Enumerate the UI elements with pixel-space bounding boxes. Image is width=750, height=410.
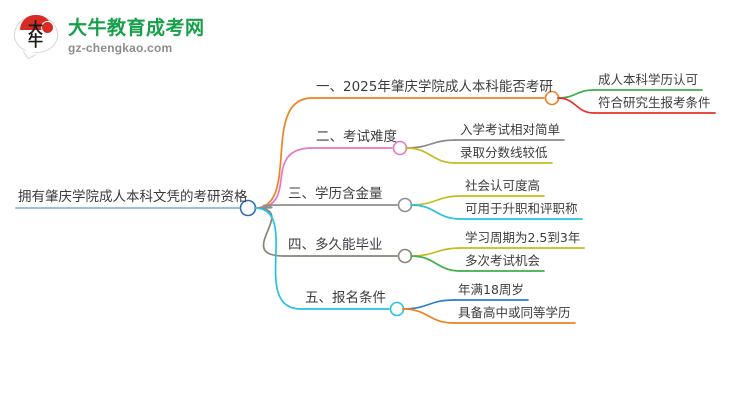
connector-line — [405, 139, 457, 149]
logo-glyph-text: 大 牛 — [19, 19, 51, 50]
connector-line — [402, 299, 455, 310]
leaf-label-2-2: 录取分数线较低 — [460, 144, 548, 160]
connector-line — [410, 247, 462, 257]
leaf-label-2-1: 入学考试相对简单 — [460, 121, 561, 137]
connector-line — [410, 195, 462, 206]
branch-label-2: 二、考试难度 — [316, 128, 397, 145]
connector-line — [557, 97, 595, 114]
node-circle[interactable] — [389, 301, 405, 317]
node-circle[interactable] — [397, 197, 413, 213]
leaf-label-5-1: 年满18周岁 — [458, 281, 524, 297]
branch-label-3: 三、学历含金量 — [288, 185, 383, 202]
leaf-label-1-1: 成人本科学历认可 — [598, 71, 699, 87]
branch-label-5: 五、报名条件 — [305, 289, 386, 306]
site-logo: 大 牛 大牛教育成考网 gz-chengkao.com — [14, 8, 204, 64]
leaf-label-3-1: 社会认可度高 — [465, 177, 541, 193]
logo-glyph-top: 大 — [27, 19, 43, 37]
connector-line — [402, 308, 455, 324]
leaf-label-4-1: 学习周期为2.5到3年 — [465, 229, 581, 245]
connector-line — [405, 147, 457, 164]
leaf-label-5-2: 具备高中或同等学历 — [458, 304, 571, 320]
leaf-label-3-2: 可用于升职和评职称 — [465, 200, 578, 216]
connector-line — [254, 204, 285, 209]
bull-logo-icon: 大 牛 — [14, 13, 60, 60]
logo-text: 大牛教育成考网 gz-chengkao.com — [68, 19, 205, 54]
connector-line — [254, 97, 313, 209]
branch-label-1: 一、2025年肇庆学院成人本科能否考研 — [316, 78, 553, 95]
leaf-label-1-2: 符合研究生报考条件 — [598, 94, 711, 110]
root-node-label: 拥有肇庆学院成人本科文凭的考研资格 — [18, 188, 248, 205]
logo-red-dot-shape — [41, 21, 54, 34]
logo-subtitle: gz-chengkao.com — [68, 40, 173, 55]
connector-line — [557, 89, 595, 99]
node-circle[interactable] — [397, 248, 413, 264]
connector-line — [410, 204, 462, 220]
connector-line — [254, 207, 285, 257]
logo-glyph-bottom: 牛 — [27, 32, 43, 50]
branch-label-4: 四、多久能毕业 — [288, 236, 383, 253]
connector-line — [254, 207, 302, 310]
connector-line — [410, 255, 462, 272]
leaf-label-4-2: 多次考试机会 — [465, 252, 541, 268]
logo-title: 大牛教育成考网 — [68, 17, 205, 39]
